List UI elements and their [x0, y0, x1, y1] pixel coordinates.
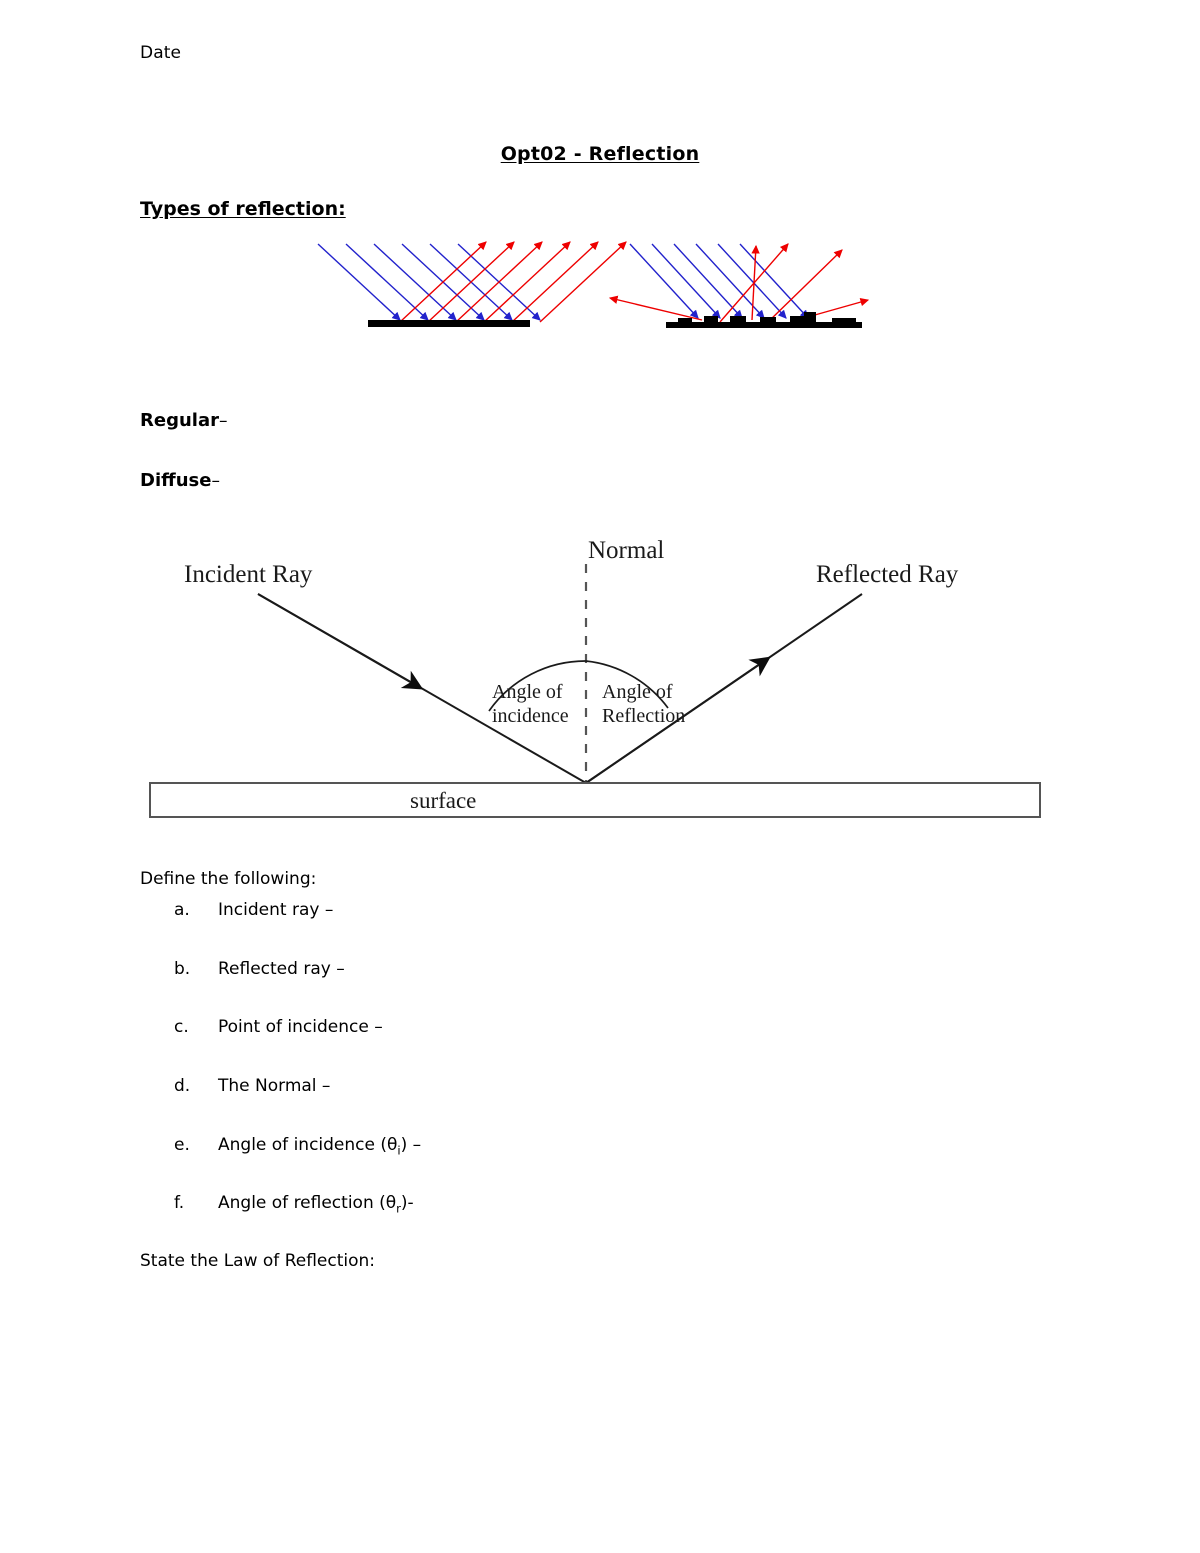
regular-term: Regular– — [140, 410, 227, 431]
regular-term-dash: – — [218, 411, 228, 431]
incident-ray-label: Incident Ray — [184, 561, 313, 588]
list-item-text: Reflected ray – — [218, 959, 345, 979]
incident-ray-arrowhead — [257, 593, 424, 690]
figure-law-of-reflection: Incident Ray Normal Reflected Ray Angle … — [140, 532, 1060, 827]
list-marker: a. — [174, 900, 190, 920]
angle-of-reflection-arc — [585, 660, 669, 709]
list-item-subscript: r — [396, 1201, 401, 1216]
figure-types-of-reflection — [290, 228, 910, 353]
list-item-text: The Normal – — [218, 1076, 331, 1096]
define-the-following-label: Define the following: — [140, 869, 317, 889]
reflected-ray-label: Reflected Ray — [816, 561, 959, 588]
list-item-subscript: i — [397, 1143, 401, 1158]
list-item-text: Point of incidence – — [218, 1017, 383, 1037]
angle-of-reflection-label-line2: Reflection — [602, 705, 685, 727]
list-item: b. Reflected ray – — [174, 958, 345, 980]
list-item: f. Angle of reflection (θr)- — [174, 1192, 414, 1219]
list-marker: f. — [174, 1193, 185, 1213]
section-heading-types: Types of reflection: — [140, 198, 346, 220]
reflected-rays-red-diffuse — [608, 243, 870, 323]
list-marker: e. — [174, 1135, 190, 1155]
list-marker: c. — [174, 1017, 189, 1037]
diffuse-term: Diffuse– — [140, 470, 220, 491]
angle-of-incidence-arc — [488, 660, 587, 712]
list-item: e. Angle of incidence (θi) – — [174, 1134, 421, 1161]
list-item: a. Incident ray – — [174, 899, 333, 921]
regular-term-label: Regular — [140, 410, 219, 431]
surface-box — [149, 782, 1041, 818]
reflected-ray-arrowhead — [585, 656, 771, 784]
list-marker: b. — [174, 959, 191, 979]
date-label: Date — [140, 43, 182, 63]
list-item: d. The Normal – — [174, 1075, 330, 1097]
diffuse-reflection-diagram — [608, 243, 870, 328]
regular-reflection-diagram — [317, 241, 627, 327]
list-item: c. Point of incidence – — [174, 1016, 383, 1038]
state-the-law-label: State the Law of Reflection: — [140, 1251, 376, 1271]
incident-rays-blue-diffuse — [629, 243, 809, 319]
smooth-surface-bar — [368, 320, 530, 327]
list-item-text-prefix: Angle of incidence (θ — [218, 1135, 398, 1155]
angle-of-incidence-label-line2: incidence — [492, 705, 569, 727]
normal-label: Normal — [588, 537, 664, 564]
angle-of-incidence-label-line1: Angle of — [492, 681, 563, 703]
list-item-text: Incident ray – — [218, 900, 334, 920]
list-item-text-prefix: Angle of reflection (θ — [218, 1193, 397, 1213]
diffuse-term-label: Diffuse — [140, 470, 212, 491]
surface-label: surface — [410, 788, 476, 813]
list-marker: d. — [174, 1076, 191, 1096]
list-item-text-suffix: ) – — [400, 1135, 422, 1155]
reflected-rays-red — [399, 241, 627, 323]
rough-surface-base — [666, 322, 862, 328]
diffuse-term-dash: – — [211, 471, 220, 491]
incident-rays-blue — [317, 243, 541, 321]
angle-of-reflection-label-line1: Angle of — [602, 681, 673, 703]
page-title: Opt02 - Reflection — [500, 143, 700, 165]
list-item-text-suffix: )- — [400, 1193, 414, 1213]
